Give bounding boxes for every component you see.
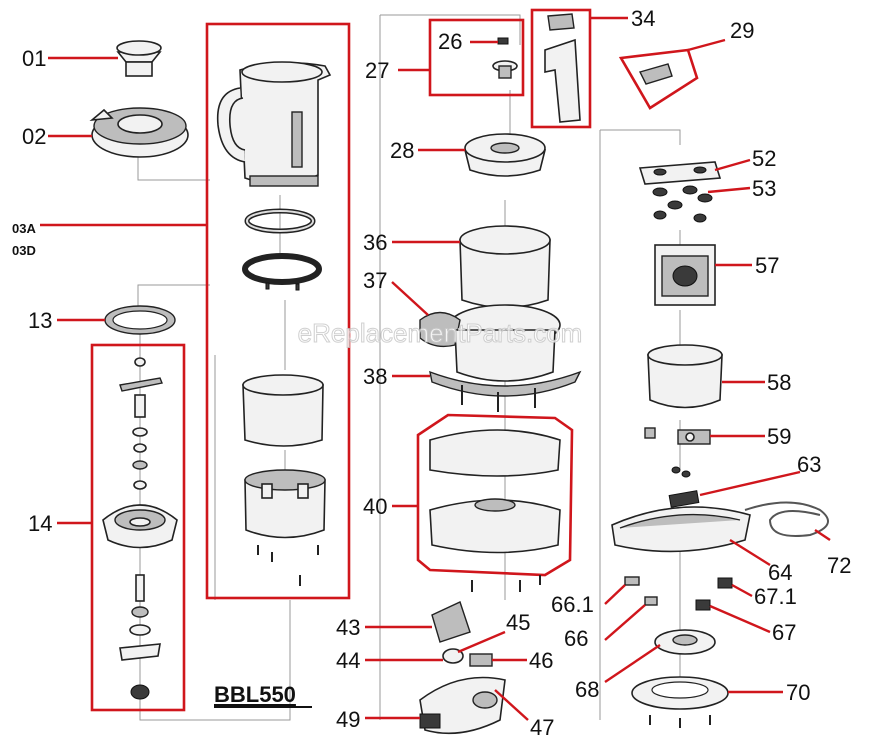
label-57: 57: [755, 253, 779, 278]
label-53: 53: [752, 176, 776, 201]
label-58: 58: [767, 370, 791, 395]
label-27: 27: [365, 58, 389, 83]
part-59-thermal-fuse: [644, 427, 711, 445]
label-66: 66: [564, 626, 588, 651]
jug-base: [244, 469, 326, 586]
label-59: 59: [767, 424, 791, 449]
part-57-motor: [654, 244, 716, 306]
jug-sleeve: [242, 374, 324, 447]
part-63-switch: [668, 466, 700, 508]
part-40-box: [416, 413, 574, 577]
part-64-base-plate: [611, 506, 751, 553]
label-28: 28: [390, 138, 414, 163]
part-29-clip: [638, 63, 673, 85]
part-66-67-feet: [624, 576, 733, 611]
label-64: 64: [768, 560, 792, 585]
label-72: 72: [827, 553, 851, 578]
part-43-bracket: [431, 601, 471, 643]
label-66-1: 66.1: [551, 592, 594, 617]
label-45: 45: [506, 610, 530, 635]
part-13-seal-ring: [104, 305, 176, 335]
part-26-box: [428, 18, 525, 97]
part-14-blade-assembly: [102, 357, 178, 700]
part-34-box: [530, 8, 592, 129]
label-44: 44: [336, 648, 360, 673]
callout-lines: [40, 16, 831, 721]
base-screws: [471, 575, 541, 592]
label-67: 67: [772, 620, 796, 645]
label-38: 38: [363, 364, 387, 389]
label-13: 13: [28, 308, 52, 333]
part-34-clip: [544, 13, 581, 123]
part-58-motor-cup: [647, 344, 723, 409]
part-36-sleeve: [459, 225, 551, 309]
label-68: 68: [575, 677, 599, 702]
part-labels: 01 02 03A 03D 13 14 26 27 34 29 28 36 37…: [12, 6, 851, 740]
model-number: BBL550: [214, 682, 296, 707]
part-28-coupler: [463, 133, 547, 177]
label-37: 37: [363, 268, 387, 293]
part-68-gear-plate: [654, 629, 716, 655]
label-70: 70: [786, 680, 810, 705]
label-43: 43: [336, 615, 360, 640]
part-52-brush-plate: [638, 161, 722, 185]
label-49: 49: [336, 707, 360, 732]
part-01-cap: [116, 40, 162, 77]
part-02-lid: [89, 107, 189, 158]
label-01: 01: [22, 46, 46, 71]
label-29: 29: [730, 18, 754, 43]
part-29-box: [618, 48, 699, 110]
blade-assembly-box: [90, 343, 186, 712]
jug-gasket: [244, 208, 316, 234]
label-34: 34: [631, 6, 655, 31]
part-38-motor-housing: [429, 329, 582, 412]
label-47: 47: [530, 715, 554, 740]
label-36: 36: [363, 230, 387, 255]
part-72-power-cord: [744, 501, 829, 537]
label-02: 02: [22, 124, 46, 149]
part-44-45-46-switch: [442, 648, 493, 667]
label-46: 46: [529, 648, 553, 673]
part-47-49-control-panel: [419, 676, 506, 735]
part-03-jug: [216, 61, 332, 187]
label-63: 63: [797, 452, 821, 477]
label-52: 52: [752, 146, 776, 171]
part-70-base-cover: [631, 676, 729, 728]
jug-assembly-box: [205, 22, 351, 600]
part-40-base-shell: [429, 429, 561, 554]
callout-boxes: [90, 8, 699, 712]
label-26: 26: [438, 29, 462, 54]
part-53-spacers: [652, 185, 713, 223]
jug-ring: [242, 253, 322, 291]
label-03a: 03A: [12, 221, 36, 236]
label-67-1: 67.1: [754, 584, 797, 609]
label-40: 40: [363, 494, 387, 519]
part-26-screw: [492, 37, 518, 79]
label-14: 14: [28, 511, 52, 536]
watermark: eReplacementParts.com: [298, 318, 583, 348]
label-03d: 03D: [12, 243, 36, 258]
